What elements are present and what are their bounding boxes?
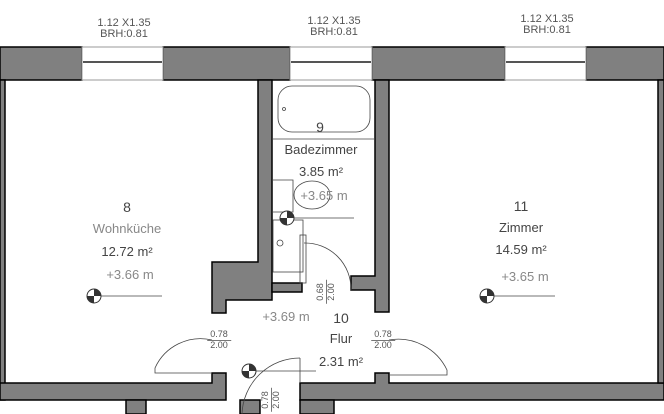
room-level: +3.65 m — [501, 269, 549, 284]
level-marker-icon — [479, 288, 495, 304]
room-area: 2.31 m² — [318, 354, 364, 369]
room-area: 3.85 m² — [298, 164, 344, 179]
wall — [211, 79, 273, 314]
room-area: 14.59 m² — [495, 242, 547, 257]
wall — [125, 399, 147, 414]
bathtub — [277, 85, 371, 133]
room-number: 9 — [316, 119, 324, 135]
wall — [585, 46, 664, 81]
wall — [657, 79, 664, 384]
room-number: 10 — [333, 310, 349, 326]
room-name: Flur — [329, 331, 353, 346]
wall — [371, 46, 506, 81]
door-swing — [154, 338, 213, 374]
level-markers — [86, 210, 495, 379]
level-marker-icon — [241, 363, 257, 379]
room-name: Zimmer — [498, 220, 544, 235]
wall — [271, 282, 303, 293]
wall — [299, 399, 335, 414]
room-level: +3.69 m — [262, 309, 310, 324]
window — [289, 46, 373, 81]
room-number: 11 — [513, 198, 529, 214]
room-level: +3.66 m — [106, 267, 154, 282]
door-swing — [303, 242, 352, 291]
room-name: Wohnküche — [92, 221, 162, 236]
wall — [350, 79, 390, 313]
window — [504, 46, 587, 81]
wall — [162, 46, 291, 81]
level-marker-icon — [86, 288, 102, 304]
level-marker-icon — [279, 210, 295, 226]
wall — [0, 372, 227, 401]
room-level: +3.65 m — [300, 188, 348, 203]
door-swing — [241, 357, 301, 414]
window — [81, 46, 164, 81]
room-number: 8 — [123, 199, 131, 215]
toilet — [293, 180, 331, 210]
room-area: 12.72 m² — [101, 244, 153, 259]
wall — [0, 46, 83, 81]
wall — [239, 399, 261, 414]
door-swing — [388, 338, 448, 376]
wall — [299, 372, 664, 401]
sink — [272, 219, 304, 273]
room-name: Badezimmer — [284, 142, 358, 157]
wall — [0, 79, 6, 401]
